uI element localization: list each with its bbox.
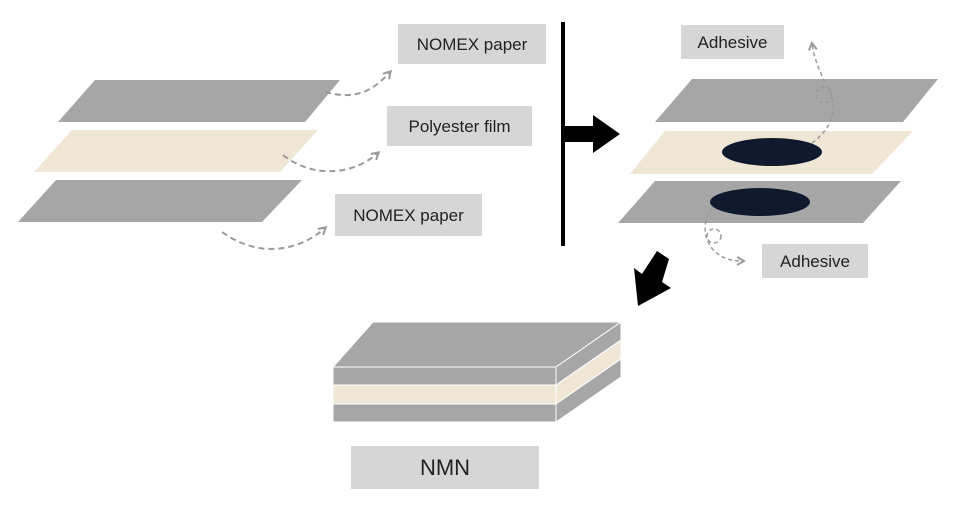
- label-nmn: NMN: [351, 446, 539, 489]
- label-top-nomex: NOMEX paper: [398, 24, 546, 64]
- leader-arrow-adhesive-top: [812, 44, 835, 144]
- left-nomex-sheet-bottom: [18, 180, 302, 222]
- label-nmn-text: NMN: [420, 455, 470, 480]
- divider-line: [561, 22, 565, 246]
- leader-arrow-polyester: [282, 153, 378, 173]
- process-arrow-right: [565, 115, 620, 153]
- label-top-nomex-text: NOMEX paper: [417, 35, 528, 54]
- label-adhesive-bottom: Adhesive: [762, 244, 868, 278]
- label-bottom-nomex: NOMEX paper: [335, 194, 482, 236]
- leader-arrow-adhesive-bottom: [704, 207, 743, 261]
- label-adhesive-top-text: Adhesive: [698, 33, 768, 52]
- block-side-nomex-bottom: [555, 358, 622, 423]
- right-nomex-sheet-top: [655, 79, 938, 122]
- block-front-polyester: [332, 384, 557, 405]
- adhesive-layer-top: [722, 138, 822, 166]
- left-sheet-stack: [18, 80, 340, 222]
- label-adhesive-top: Adhesive: [681, 25, 784, 59]
- leader-loop-adhesive-top: [815, 86, 833, 104]
- label-polyester-text: Polyester film: [408, 117, 510, 136]
- block-front-nomex-top: [332, 366, 557, 386]
- leader-arrow-top-nomex: [324, 72, 390, 97]
- right-sheet-stack: [618, 79, 938, 223]
- nmn-laminated-block: [331, 321, 623, 423]
- block-front-nomex-bottom: [332, 403, 557, 423]
- process-arrow-down-left: [634, 251, 671, 306]
- leader-loop-adhesive-bottom: [706, 228, 722, 244]
- label-adhesive-bottom-text: Adhesive: [780, 252, 850, 271]
- label-bottom-nomex-text: NOMEX paper: [353, 206, 464, 225]
- label-polyester: Polyester film: [387, 106, 532, 146]
- leader-arrow-bottom-nomex: [221, 228, 325, 250]
- left-nomex-sheet-top: [58, 80, 340, 122]
- left-polyester-sheet: [34, 130, 318, 172]
- adhesive-layer-bottom: [710, 188, 810, 216]
